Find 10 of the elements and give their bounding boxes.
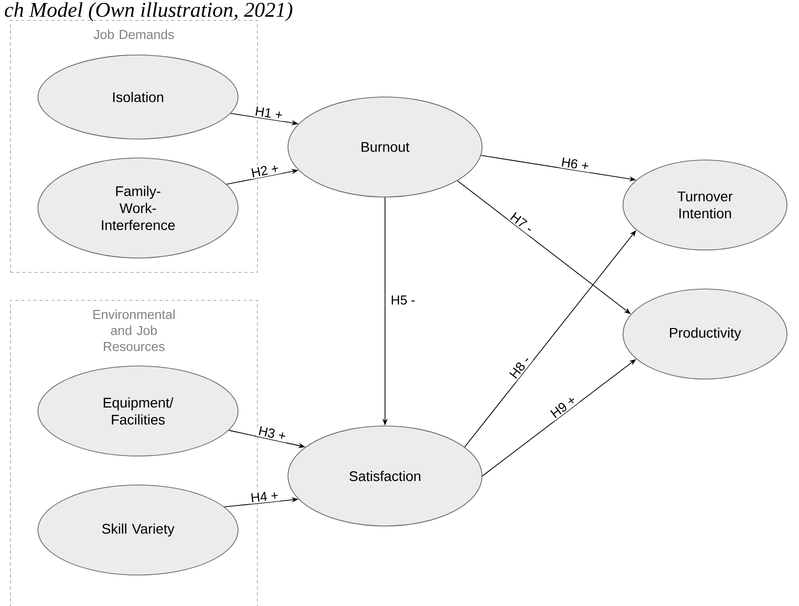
edge-label: H7 - — [507, 209, 536, 236]
edge-label: H1 + — [252, 104, 286, 122]
caption: ch Model (Own illustration, 2021) — [4, 2, 292, 22]
edge-label: H5 - — [389, 294, 417, 306]
edge-label: H3 + — [256, 424, 289, 443]
edge-label: H9 + — [547, 392, 580, 421]
edge-label: H4 + — [248, 488, 280, 504]
edge-label: H2 + — [248, 162, 282, 180]
edge-label: H6 + — [558, 155, 592, 172]
edge-label: H8 - — [506, 352, 534, 382]
